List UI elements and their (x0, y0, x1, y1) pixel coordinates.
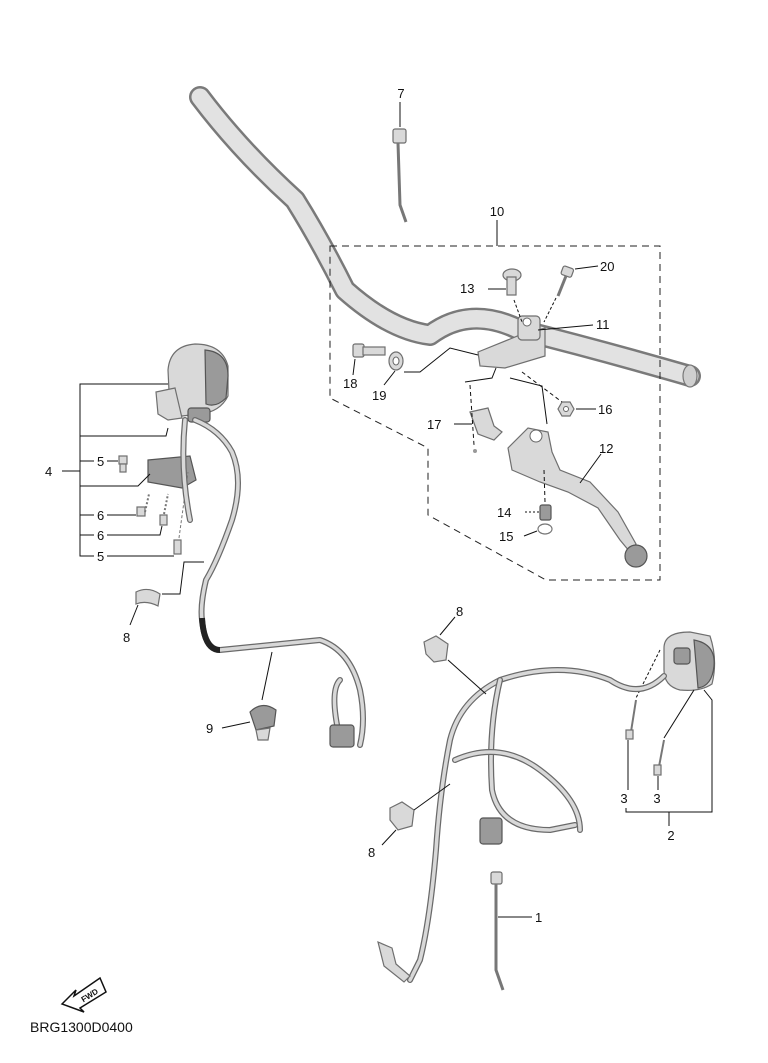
leader-19-link (404, 347, 479, 373)
leader-4-lower (80, 473, 151, 487)
lever-assembly-outline (329, 245, 661, 581)
fwd-arrow-icon: FWD (60, 976, 107, 1013)
cable-band-part-1[interactable] (490, 871, 505, 991)
leader-14-dash (543, 469, 546, 503)
leader-19 (383, 370, 396, 386)
leader-17-dash (469, 384, 475, 446)
leader-8-upper (439, 616, 456, 636)
callout-9[interactable]: 9 (206, 721, 213, 736)
pin-part-17 (473, 449, 477, 453)
left-switch-lower-case[interactable] (147, 455, 197, 489)
diagram-code: BRG1300D0400 (30, 1019, 133, 1035)
bolt-part-18[interactable] (352, 343, 386, 358)
callout-18[interactable]: 18 (343, 376, 357, 391)
callout-7[interactable]: 7 (397, 86, 404, 101)
leader-9 (221, 721, 251, 729)
spring-part-14[interactable] (539, 504, 552, 521)
callout-2[interactable]: 2 (667, 828, 674, 843)
callout-3a[interactable]: 3 (620, 791, 627, 806)
leader-6b (107, 525, 163, 536)
leader-12-link (509, 377, 548, 425)
right-handlebar-switch-part-2[interactable] (663, 631, 716, 691)
lever-holder-part-11[interactable] (477, 315, 546, 369)
callout-4[interactable]: 4 (45, 464, 52, 479)
callout-14[interactable]: 14 (497, 505, 511, 520)
screw-part-3-left[interactable] (625, 699, 637, 740)
callout-6b[interactable]: 6 (97, 528, 104, 543)
screw-part-20[interactable] (556, 265, 575, 297)
callout-15[interactable]: 15 (499, 529, 513, 544)
callout-5a[interactable]: 5 (97, 454, 104, 469)
leader-4-bracket (79, 383, 168, 557)
leader-20 (574, 265, 599, 270)
leader-18 (352, 358, 356, 376)
callout-17[interactable]: 17 (427, 417, 441, 432)
callout-8c[interactable]: 8 (368, 845, 375, 860)
callout-3b[interactable]: 3 (653, 791, 660, 806)
o-ring-part-15[interactable] (537, 523, 553, 535)
callout-16[interactable]: 16 (598, 402, 612, 417)
clamp-part-8-left[interactable] (135, 588, 161, 607)
screw-part-3-right[interactable] (653, 739, 665, 776)
leader-17-link (464, 367, 497, 383)
leader-11 (537, 324, 594, 331)
leader-8-lower (381, 829, 397, 846)
screw-part-6-a[interactable] (136, 493, 150, 517)
leader-4-upper (80, 427, 169, 437)
leader-20-dash (543, 297, 557, 323)
callout-20[interactable]: 20 (600, 259, 614, 274)
callout-1[interactable]: 1 (535, 910, 542, 925)
washer-part-19[interactable] (388, 351, 404, 371)
switch-part-17[interactable] (469, 407, 503, 441)
clamp-part-8-upper-right[interactable] (423, 635, 449, 663)
callout-19[interactable]: 19 (372, 388, 386, 403)
leader-2-bracket (625, 689, 713, 813)
callout-8a[interactable]: 8 (123, 630, 130, 645)
leader-13-dash (513, 299, 523, 323)
leader-3b-dash (663, 689, 695, 739)
leader-9-link (261, 651, 273, 701)
leader-8-left (129, 604, 139, 626)
right-switch-wire-harness[interactable] (377, 667, 667, 983)
handlebar[interactable] (189, 86, 701, 388)
callout-6a[interactable]: 6 (97, 508, 104, 523)
callout-11[interactable]: 11 (596, 317, 610, 332)
screw-part-5-top[interactable] (118, 455, 128, 473)
clamp-part-9[interactable] (249, 704, 277, 741)
callout-8b[interactable]: 8 (456, 604, 463, 619)
left-handlebar-switch-part-4[interactable] (155, 343, 229, 423)
leader-8-left-link (162, 561, 204, 595)
callout-12[interactable]: 12 (599, 441, 613, 456)
clutch-lever-part-12[interactable] (507, 427, 648, 568)
nut-part-16[interactable] (557, 401, 575, 417)
callout-13[interactable]: 13 (460, 281, 474, 296)
callout-10[interactable]: 10 (490, 204, 504, 219)
clamp-part-8-lower-right[interactable] (389, 801, 415, 831)
leader-8-lower-link (413, 783, 451, 811)
leader-8-upper-link (447, 659, 487, 695)
left-switch-wire-harness[interactable] (180, 417, 366, 748)
leader-12 (579, 453, 602, 484)
pivot-bolt-part-13[interactable] (502, 268, 522, 296)
cable-band-part-7[interactable] (392, 128, 408, 223)
leader-3a-dash (635, 649, 661, 699)
leader-15 (523, 530, 538, 537)
callout-5b[interactable]: 5 (97, 549, 104, 564)
screw-part-6-b[interactable] (159, 493, 169, 526)
